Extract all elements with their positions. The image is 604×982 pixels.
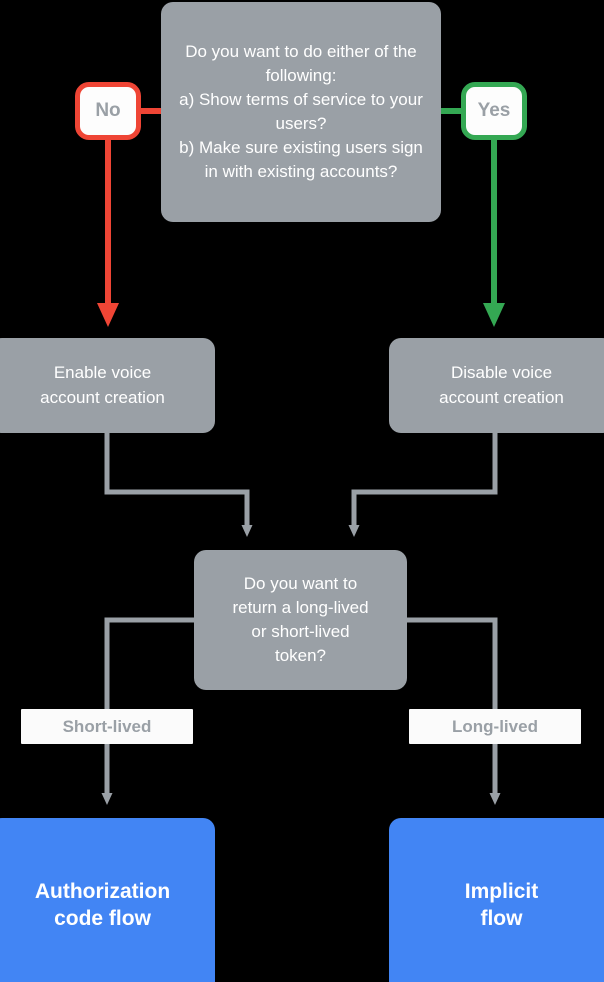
process-disable-voice-account-creation: Disable voice account creation xyxy=(389,338,604,433)
connector-short-lived xyxy=(101,617,194,805)
terminal-implicit-flow: Implicit flow xyxy=(389,818,604,982)
process-enable-voice-account-creation: Enable voice account creation xyxy=(0,338,215,433)
connector-disable-to-decision2 xyxy=(348,433,498,537)
branch-badge-no[interactable]: No xyxy=(75,82,141,140)
branch-badge-yes[interactable]: Yes xyxy=(461,82,527,140)
connector-no-branch xyxy=(97,108,161,327)
connector-yes-branch xyxy=(441,108,505,327)
decision-token-lifetime: Do you want to return a long-lived or sh… xyxy=(194,550,407,690)
decision-terms-of-service: Do you want to do either of the followin… xyxy=(161,2,441,222)
terminal-authorization-code-flow: Authorization code flow xyxy=(0,818,215,982)
connector-long-lived xyxy=(407,617,501,805)
edge-label-short-lived: Short-lived xyxy=(21,709,193,744)
edge-label-long-lived: Long-lived xyxy=(409,709,581,744)
connector-enable-to-decision2 xyxy=(104,433,253,537)
